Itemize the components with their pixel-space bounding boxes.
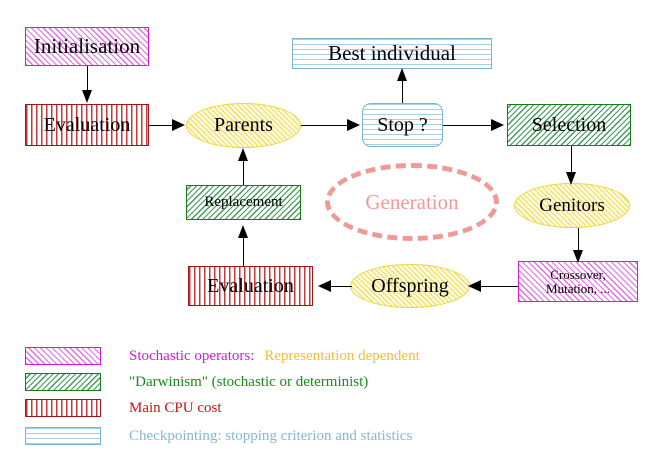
legend-label-main-cpu-cost: Main CPU cost: [129, 399, 222, 416]
node-replacement-label: Replacement: [204, 193, 283, 210]
legend-swatch-red-vertical-hatch-icon: [25, 399, 101, 417]
connector-genitors-to-crossover: [578, 228, 579, 252]
legend-label-checkpointing: Checkpointing: stopping criterion and st…: [129, 427, 413, 444]
node-genitors-label: Genitors: [539, 194, 605, 216]
connector-selection-to-genitors: [571, 146, 572, 174]
connector-stop-to-best: [402, 75, 403, 103]
node-offspring-label: Offspring: [371, 274, 449, 297]
legend-swatch-blue-horizontal-hatch-icon: [25, 427, 101, 445]
node-selection[interactable]: Selection: [507, 104, 631, 146]
legend-text-stochastic-operators: Stochastic operators: Representation depe…: [129, 348, 420, 365]
legend-swatch-green-diagonal-hatch-icon: [25, 373, 101, 391]
legend-row-checkpointing: Checkpointing: stopping criterion and st…: [25, 427, 412, 445]
arrowhead-replacement-to-parents: [238, 148, 248, 161]
connector-parents-to-stop: [301, 125, 349, 126]
arrowhead-stop-to-selection: [491, 119, 504, 131]
arrowhead-selection-to-genitors: [566, 172, 576, 185]
arrowhead-genitors-to-crossover: [573, 250, 583, 263]
legend-row-stochastic-operators: Stochastic operators: Representation depe…: [25, 347, 420, 365]
connector-eval-to-parents: [149, 125, 174, 126]
legend-label-stochastic-operators: Stochastic operators:: [129, 347, 255, 364]
legend-swatch-magenta-diagonal-hatch-icon: [25, 347, 101, 365]
connector-eval-to-replacement: [243, 232, 244, 266]
connector-init-to-eval: [87, 66, 88, 92]
arrowhead-eval-to-parents: [172, 119, 185, 131]
arrowhead-eval-to-replacement: [238, 225, 248, 238]
node-parents-label: Parents: [214, 114, 273, 136]
arrowhead-init-to-eval: [82, 90, 92, 103]
node-initialisation-label: Initialisation: [33, 34, 141, 59]
node-initialisation[interactable]: Initialisation: [25, 27, 149, 66]
node-best-individual[interactable]: Best individual: [292, 38, 492, 69]
legend-label-darwinism: "Darwinism" (stochastic or determinist): [129, 373, 369, 390]
node-parents[interactable]: Parents: [186, 103, 301, 148]
node-best-individual-label: Best individual: [328, 41, 456, 66]
node-selection-label: Selection: [531, 113, 607, 136]
node-generation-label: Generation: [365, 189, 459, 214]
node-evaluation-top-label: Evaluation: [43, 113, 131, 136]
connector-crossover-to-offspring: [480, 286, 518, 287]
legend-label-representation-dependent: Representation dependent: [264, 347, 420, 364]
node-replacement[interactable]: Replacement: [186, 185, 301, 220]
arrowhead-parents-to-stop: [347, 119, 360, 131]
node-stop[interactable]: Stop ?: [362, 103, 443, 147]
arrowhead-stop-to-best: [397, 68, 407, 81]
node-evaluation-bottom[interactable]: Evaluation: [188, 266, 313, 306]
node-offspring[interactable]: Offspring: [350, 264, 470, 308]
node-evaluation-top[interactable]: Evaluation: [25, 104, 149, 146]
legend-row-darwinism: "Darwinism" (stochastic or determinist): [25, 373, 368, 391]
connector-stop-to-selection: [443, 125, 493, 126]
node-generation: Generation: [325, 163, 499, 241]
legend-row-main-cpu-cost: Main CPU cost: [25, 399, 222, 417]
connector-offspring-to-eval: [330, 286, 352, 287]
node-stop-label: Stop ?: [377, 113, 428, 136]
arrowhead-crossover-to-offspring: [468, 280, 481, 292]
connector-replacement-to-parents: [243, 158, 244, 185]
node-crossover-mutation[interactable]: Crossover, Mutation, ...: [518, 261, 638, 302]
node-crossover-label-line2: Mutation, ...: [546, 280, 610, 296]
node-evaluation-bottom-label: Evaluation: [207, 274, 294, 297]
node-genitors[interactable]: Genitors: [514, 183, 630, 228]
node-crossover-label-line1: Crossover,: [550, 266, 606, 282]
arrowhead-offspring-to-eval: [318, 280, 331, 292]
